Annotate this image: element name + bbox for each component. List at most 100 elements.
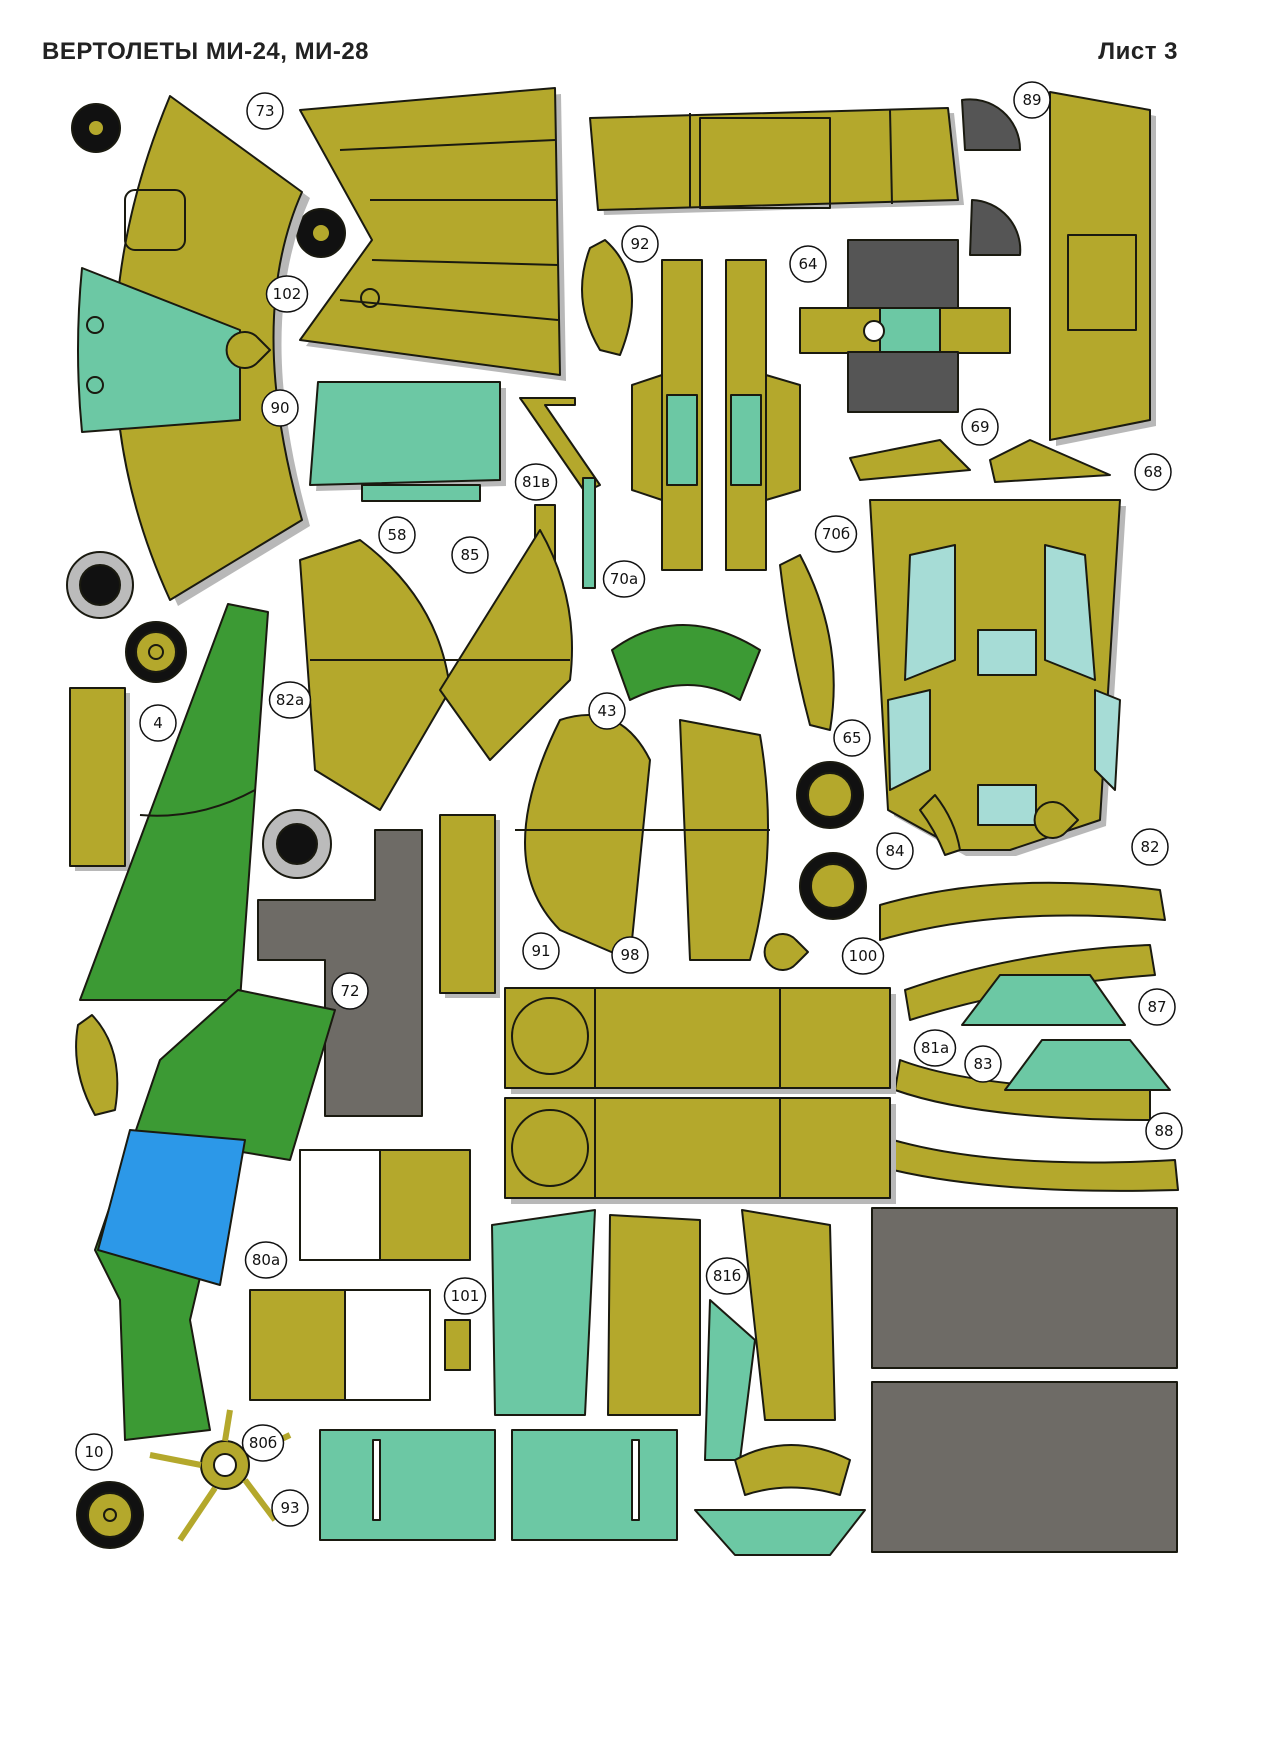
part-label-text: 91	[531, 942, 550, 960]
part-label-text: 81а	[921, 1039, 949, 1057]
part-90	[225, 331, 271, 369]
part-label-circle	[913, 1029, 957, 1067]
part-label-circle	[964, 1045, 1002, 1083]
part-label-text: 84	[885, 842, 904, 860]
part-label-circle	[522, 932, 560, 970]
part-label-text: 73	[255, 102, 274, 120]
wheel-part	[66, 551, 134, 619]
part-89-fan	[961, 98, 1022, 256]
part-91	[439, 814, 500, 998]
part-label-circle	[244, 1241, 288, 1279]
part-81b	[491, 1209, 836, 1461]
part-label-circle	[833, 719, 871, 757]
sheet-number: Лист 3	[1098, 38, 1178, 65]
part-label-text: 81б	[713, 1267, 741, 1285]
part-label-text: 65	[842, 729, 861, 747]
part-label-text: 72	[340, 982, 359, 1000]
part-label-text: 101	[451, 1287, 480, 1305]
part-label-circle	[876, 832, 914, 870]
part-label-circle	[1131, 828, 1169, 866]
part-label-circle	[271, 1489, 309, 1527]
part-label-circle	[814, 515, 858, 553]
part-label-circle	[1145, 1112, 1183, 1150]
part-68-cockpit-frame	[869, 499, 1126, 856]
part-label-text: 90	[270, 399, 289, 417]
part-label-circle	[378, 516, 416, 554]
part-label-7: 69	[961, 408, 999, 446]
part-label-text: 83	[973, 1055, 992, 1073]
part-label-30: 81б	[705, 1257, 749, 1295]
part-label-22: 100	[841, 937, 885, 975]
part-label-circle	[514, 463, 558, 501]
part-label-text: 58	[387, 526, 406, 544]
part-label-8: 81в	[514, 463, 558, 501]
part-label-circle	[961, 408, 999, 446]
part-right-top-plate	[1049, 91, 1156, 446]
part-label-text: 4	[153, 714, 163, 732]
part-label-circle	[705, 1257, 749, 1295]
part-fin-upper	[299, 529, 573, 811]
part-label-circle	[241, 1424, 285, 1462]
wheel-part	[262, 809, 332, 879]
part-80b	[319, 1429, 678, 1541]
part-82-small	[1033, 801, 1079, 839]
part-72	[257, 829, 423, 1117]
part-84	[919, 794, 961, 856]
part-label-text: 88	[1154, 1122, 1173, 1140]
part-label-32: 80б	[241, 1424, 285, 1462]
part-label-1: 73	[246, 92, 284, 130]
wheel-part	[71, 103, 121, 153]
part-label-circle	[621, 225, 659, 263]
part-69	[799, 239, 1011, 413]
part-label-33: 93	[271, 1489, 309, 1527]
part-label-17: 65	[833, 719, 871, 757]
part-73	[299, 87, 566, 381]
part-label-text: 82а	[276, 691, 304, 709]
part-label-4: 92	[621, 225, 659, 263]
part-58-canopy	[77, 95, 310, 606]
part-label-circle	[1013, 81, 1051, 119]
part-label-circle	[265, 275, 309, 313]
part-label-circle	[331, 972, 369, 1010]
part-label-21: 98	[611, 936, 649, 974]
part-80a	[249, 1149, 471, 1401]
part-label-3: 64	[789, 245, 827, 283]
part-label-text: 69	[970, 418, 989, 436]
part-label-6: 90	[261, 389, 299, 427]
part-label-text: 64	[798, 255, 817, 273]
part-label-text: 100	[849, 947, 878, 965]
part-81a	[504, 987, 896, 1204]
wheel-part	[799, 852, 867, 920]
part-label-circle	[261, 389, 299, 427]
part-label-20: 91	[522, 932, 560, 970]
part-label-text: 89	[1022, 91, 1041, 109]
part-label-circle	[75, 1433, 113, 1471]
wheel-part-102	[296, 208, 346, 258]
part-label-29: 101	[443, 1277, 487, 1315]
part-label-31: 10	[75, 1433, 113, 1471]
part-label-25: 83	[964, 1045, 1002, 1083]
part-101	[444, 1319, 471, 1371]
part-98-fin	[515, 714, 770, 961]
part-70b	[849, 439, 1111, 483]
part-label-circle	[789, 245, 827, 283]
part-label-circle	[588, 692, 626, 730]
part-87	[961, 974, 1171, 1091]
part-label-19: 82	[1131, 828, 1169, 866]
part-label-circle	[1134, 453, 1172, 491]
part-label-text: 82	[1140, 838, 1159, 856]
part-92	[581, 239, 633, 356]
part-label-18: 84	[876, 832, 914, 870]
part-4	[69, 687, 130, 871]
wheel-part	[76, 1481, 144, 1549]
sheet-title: ВЕРТОЛЕТЫ МИ-24, МИ-28	[42, 38, 370, 65]
part-label-text: 10	[84, 1443, 103, 1461]
part-label-text: 92	[630, 235, 649, 253]
part-70a-strips	[631, 259, 801, 571]
part-label-text: 80б	[249, 1434, 277, 1452]
part-label-circle	[451, 536, 489, 574]
part-label-24: 81а	[913, 1029, 957, 1067]
part-label-text: 43	[597, 702, 616, 720]
part-label-9: 85	[451, 536, 489, 574]
